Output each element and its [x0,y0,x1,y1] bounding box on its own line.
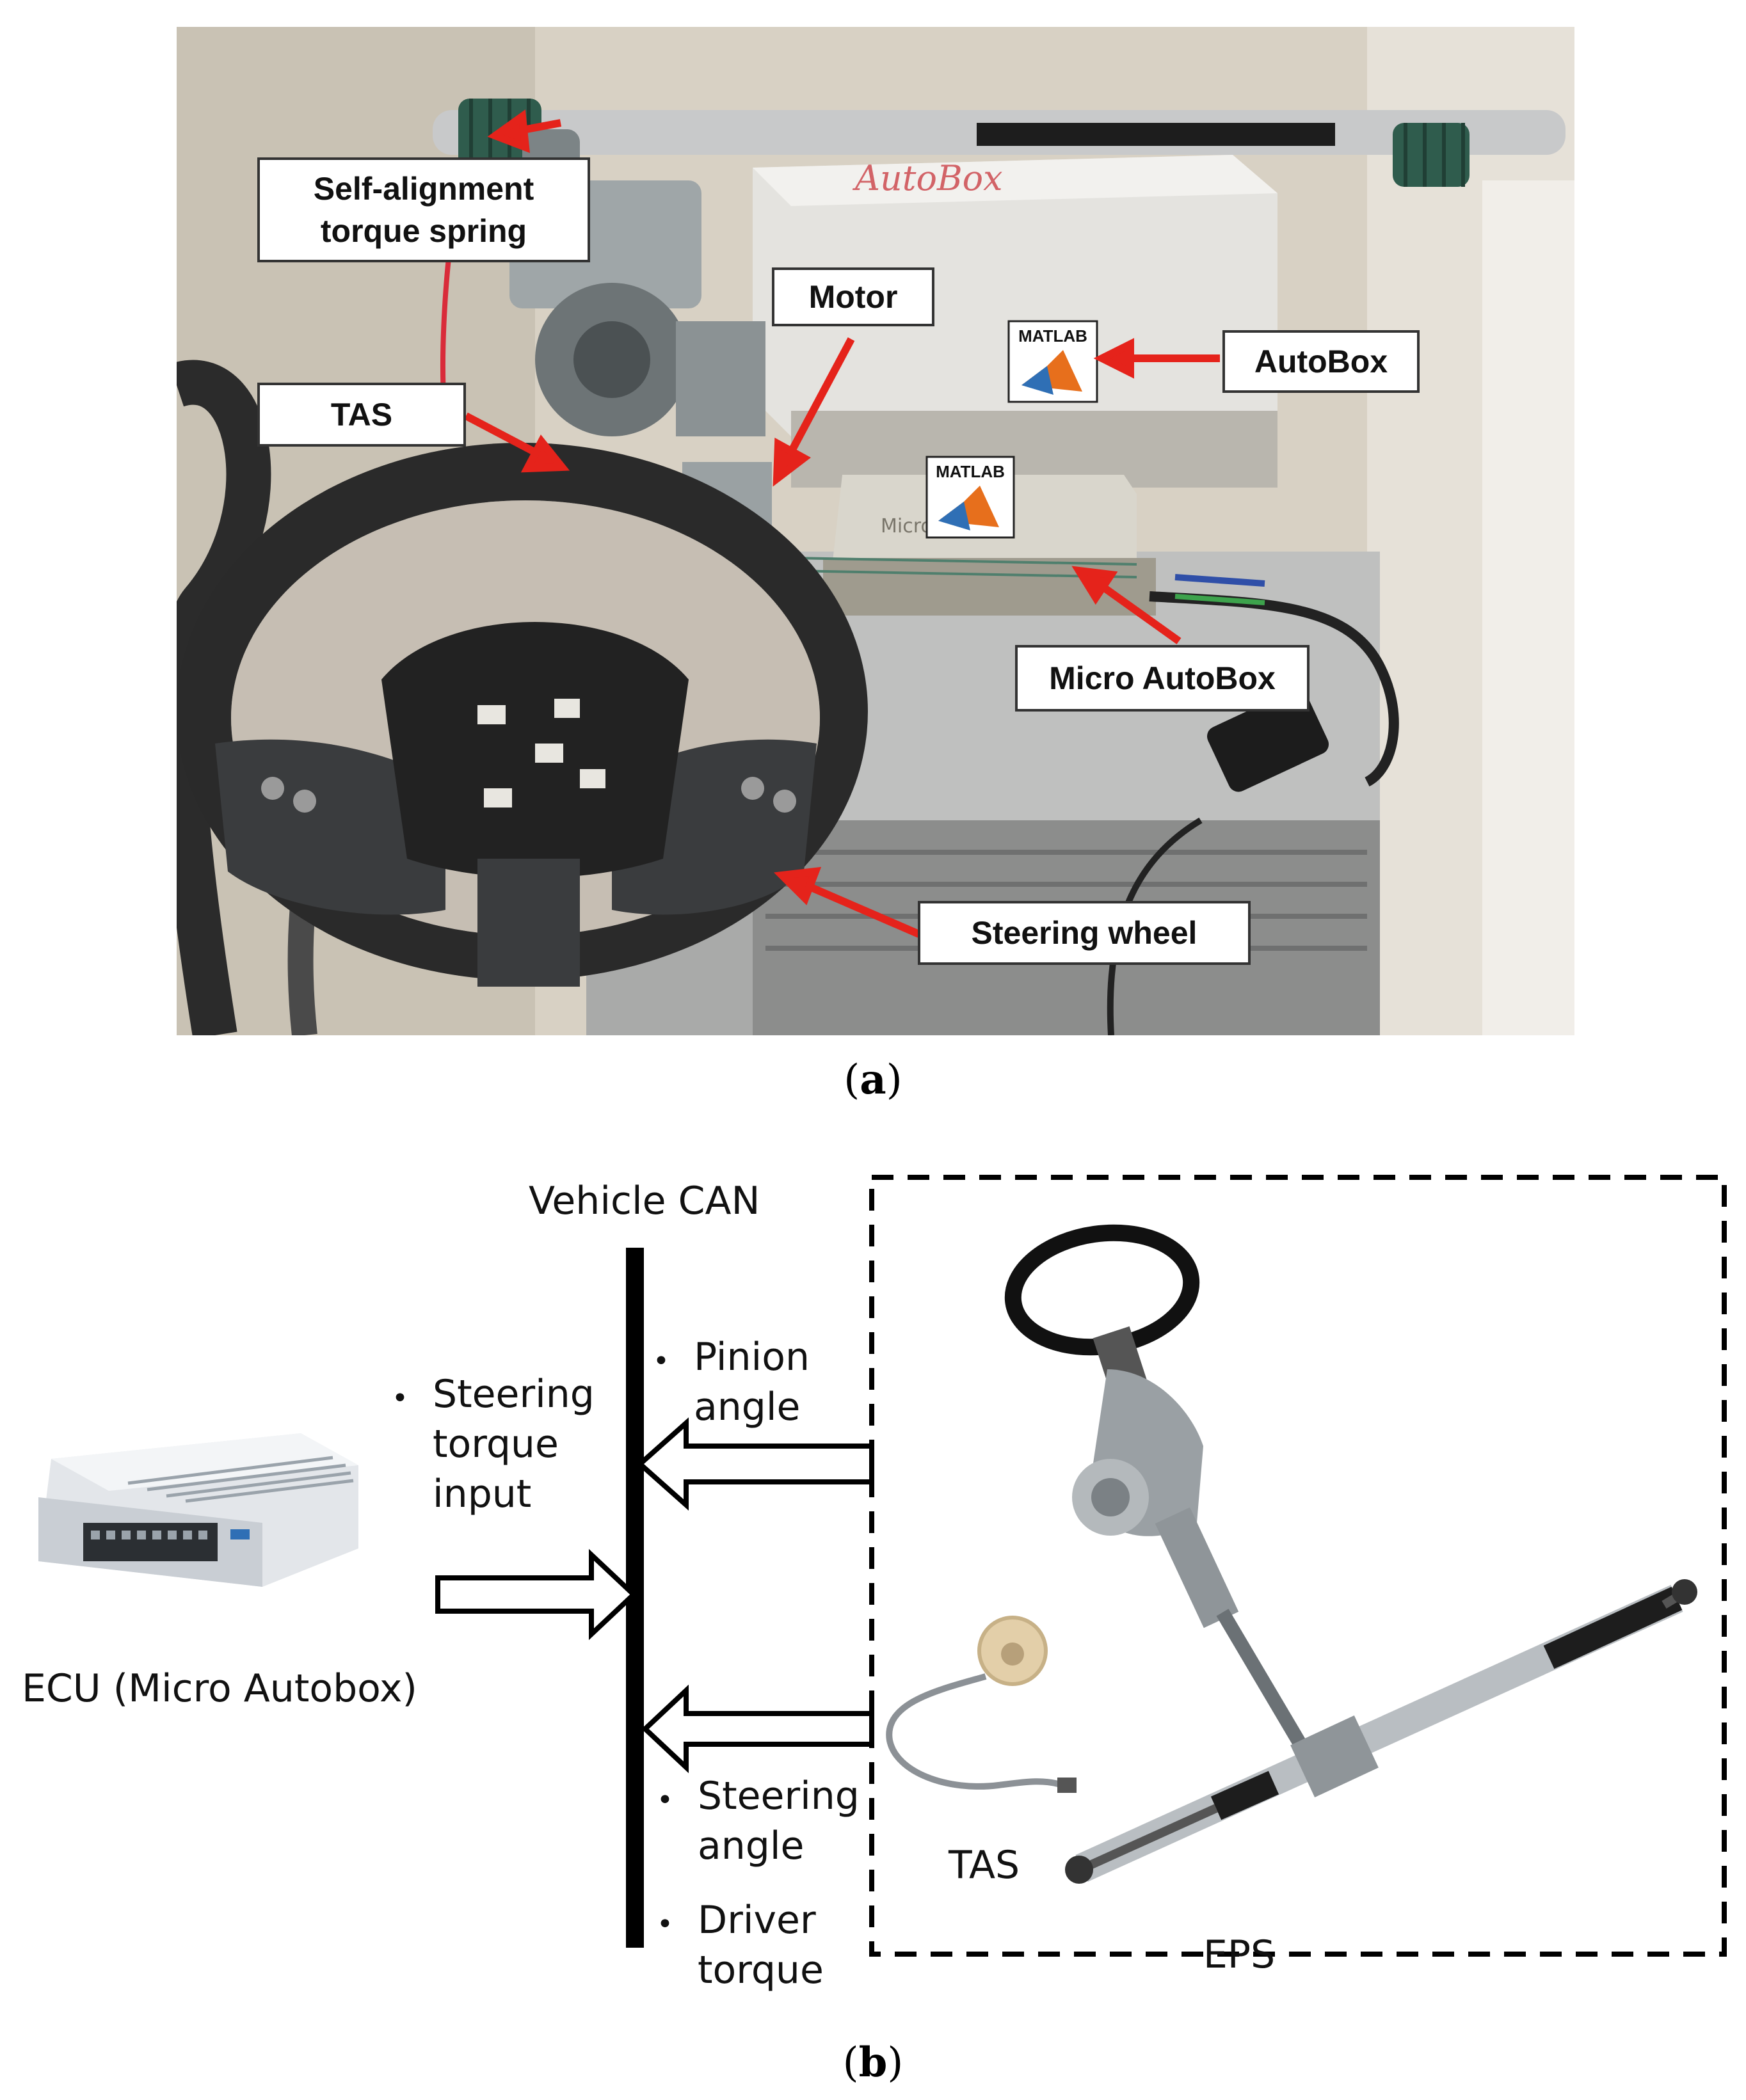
ecu-unit-image [38,1433,358,1587]
arrow-spring-head [487,109,530,154]
pinion-angle-text: Pinion angle [694,1335,810,1429]
callout-micro-autobox: Micro AutoBox [1015,645,1310,712]
callout-motor: Motor [772,267,934,326]
tas-label: TAS [949,1843,1020,1888]
steering-angle-text: Steering angle [698,1774,860,1868]
matlab-logo-text: MATLAB [1018,326,1087,346]
ecu-label: ECU (Micro Autobox) [22,1666,417,1711]
bullet: • [653,1345,669,1378]
arrow-steering-wheel [802,880,921,938]
bullet: • [392,1382,408,1415]
arrow-motor-head [773,438,811,487]
callout-steering-wheel: Steering wheel [918,901,1251,965]
driver-torque-text: Driver torque [698,1898,824,1993]
autobox-print: AutoBox [852,158,1003,198]
arrow-tas-head [520,434,570,473]
callout-self-alignment-torque-spring: Self-alignment torque spring [257,157,590,262]
vehicle-can-label: Vehicle CAN [529,1179,760,1223]
steering-torque-input-text: Steering torque input [433,1372,595,1516]
matlab-logo-text: MATLAB [936,462,1005,481]
arrow-steering-angle [641,1684,874,1774]
arrow-steering-torque-input [435,1548,637,1641]
eps-dashed-box [869,1175,1727,1957]
eps-steering-system-image [886,1224,1697,1884]
callout-tas: TAS [257,383,466,447]
bullet: • [657,1784,673,1817]
matlab-logo-micro-autobox: MATLAB [925,456,1015,539]
arrow-micro-autobox [1096,580,1181,644]
matlab-logo-autobox: MATLAB [1007,320,1098,403]
callout-autobox: AutoBox [1222,330,1420,393]
arrow-autobox-head [1093,338,1134,379]
arrow-pinion-angle [636,1417,874,1511]
can-diagram [38,1175,1727,1957]
figure-label-b: (b) [842,2039,904,2087]
arrow-micro-autobox-head [1071,566,1118,605]
figure-label-a: (a) [844,1056,902,1104]
arrow-motor [785,337,855,459]
eps-label: EPS [1203,1932,1276,1977]
arrow-tas [464,412,543,459]
arrow-steering-wheel-head [773,866,822,905]
bullet: • [657,1908,673,1941]
